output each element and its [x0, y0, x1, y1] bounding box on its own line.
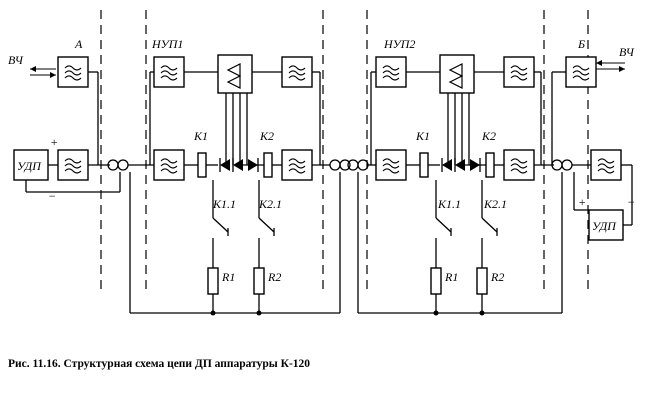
nup1-k11-label: К1.1 — [212, 197, 236, 211]
resistor-icon — [253, 267, 265, 295]
nup1-r1-label: R1 — [221, 270, 235, 284]
relay-coil-icon — [197, 152, 207, 178]
filter-icon — [57, 149, 89, 181]
filter-icon — [281, 149, 313, 181]
udp-left-label: УДП — [17, 159, 42, 173]
relay-contact-icon — [258, 217, 275, 233]
hf-left-arrows — [30, 66, 56, 78]
nup1: К1 К2 К1.1 К2.1 R1 R2 — [149, 54, 330, 313]
station-a: УДП + − — [13, 56, 154, 203]
filter-icon — [281, 56, 313, 88]
relay-contact-icon — [212, 217, 229, 233]
hf-right-label: ВЧ — [619, 45, 635, 59]
filter-icon — [503, 56, 535, 88]
nup1-r2-label: R2 — [267, 270, 281, 284]
nup1-k1-label: К1 — [193, 129, 208, 143]
minus-sign: − — [48, 189, 56, 203]
relay-coil-icon — [419, 152, 429, 178]
nup2-label: НУП2 — [383, 37, 415, 51]
filter-icon — [375, 56, 407, 88]
nup2-k21-label: К2.1 — [483, 197, 507, 211]
nup1-k21-label: К2.1 — [258, 197, 282, 211]
resistor-icon — [476, 267, 488, 295]
plus-sign: + — [50, 135, 58, 149]
station-b: + − УДП — [551, 56, 635, 313]
station-b-label: Б — [577, 37, 585, 51]
relay-coil-icon — [485, 152, 495, 178]
diode-icon — [441, 157, 453, 173]
transformer-icon — [347, 159, 369, 171]
station-a-label: А — [74, 37, 83, 51]
resistor-icon — [207, 267, 219, 295]
figure-caption: Рис. 11.16. Структурная схема цепи ДП ап… — [8, 358, 311, 370]
nup2-k1-label: К1 — [415, 129, 430, 143]
nup2: К1 К2 К1.1 К2.1 R1 R2 — [370, 54, 554, 313]
filter-icon — [565, 56, 597, 88]
filter-icon — [590, 149, 622, 181]
nup1-label: НУП1 — [151, 37, 183, 51]
diode-icon — [232, 157, 244, 173]
filter-icon — [153, 56, 185, 88]
bottom-return-wires — [129, 172, 562, 316]
hf-right-arrows — [596, 60, 625, 72]
filter-icon — [503, 149, 535, 181]
filter-icon — [153, 149, 185, 181]
transformer-icon — [551, 159, 573, 171]
relay-contact-icon — [435, 217, 452, 233]
nup1-k2-label: К2 — [259, 129, 274, 143]
filter-icon — [57, 56, 89, 88]
relay-coil-icon — [263, 152, 273, 178]
resistor-icon — [430, 267, 442, 295]
hf-left-label: ВЧ — [8, 53, 24, 67]
transformer-icon — [107, 159, 129, 171]
nup2-k2-label: К2 — [481, 129, 496, 143]
diode-icon — [219, 157, 231, 173]
plus-sign: + — [578, 195, 586, 209]
nup2-r1-label: R1 — [444, 270, 458, 284]
filter-icon — [375, 149, 407, 181]
transformer-icon — [329, 159, 351, 171]
relay-contact-icon — [481, 217, 498, 233]
minus-sign: − — [627, 195, 635, 209]
nup2-k11-label: К1.1 — [437, 197, 461, 211]
nup2-r2-label: R2 — [490, 270, 504, 284]
diode-icon — [454, 157, 466, 173]
udp-right-label: УДП — [592, 219, 617, 233]
